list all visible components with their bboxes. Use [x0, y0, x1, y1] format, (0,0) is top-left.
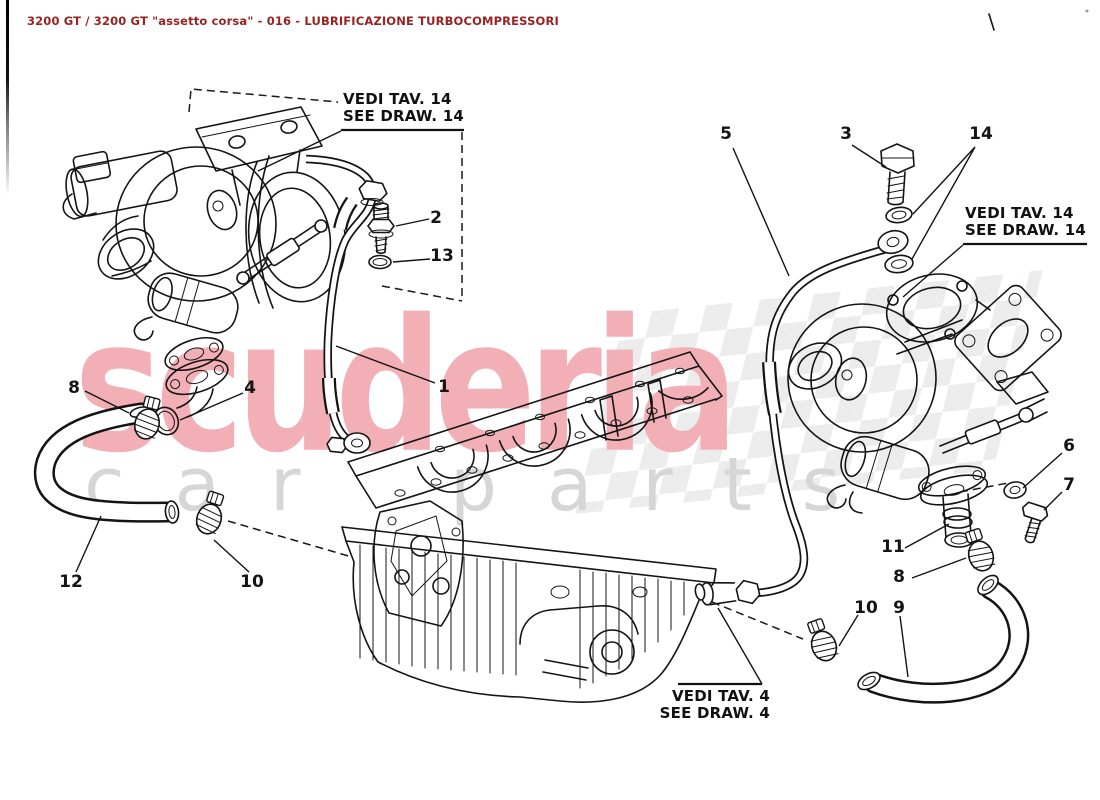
- part-label-9[interactable]: 9: [893, 598, 905, 618]
- part-label-10-left[interactable]: 10: [240, 572, 264, 592]
- part-label-5[interactable]: 5: [720, 124, 732, 144]
- part-label-1[interactable]: 1: [438, 377, 450, 397]
- oil-pan-fins: [359, 544, 685, 689]
- oil-drain-right: [917, 465, 1049, 548]
- part-label-8-right[interactable]: 8: [893, 567, 905, 587]
- part-label-4[interactable]: 4: [244, 378, 256, 398]
- hose-clamp-8-left: [130, 394, 166, 443]
- callout-line-en: SEE DRAW. 4: [659, 704, 770, 722]
- oil-feed-pipe-left: [305, 154, 388, 454]
- dashed-reference-lines: [188, 88, 1009, 640]
- callout-rules: [257, 128, 1087, 686]
- oil-feed-pipe-right: [694, 229, 909, 606]
- banjo-bolt-right-kit: [880, 143, 915, 274]
- callout-line-it: VEDI TAV. 4: [671, 687, 770, 705]
- banjo-bolt-and-seal: [367, 202, 395, 270]
- hose-clamp-8-right: [960, 525, 998, 575]
- washer-14-upper: [885, 206, 913, 224]
- oil-return-hose-right: [857, 574, 1030, 704]
- part-label-7[interactable]: 7: [1063, 475, 1075, 495]
- deck-bolt-holes: [394, 367, 694, 497]
- part-label-11[interactable]: 11: [881, 537, 905, 557]
- callout-see-draw-14-left[interactable]: VEDI TAV. 14 SEE DRAW. 14: [343, 91, 464, 125]
- hose-clamp-10-right: [802, 615, 842, 665]
- scan-tick: [988, 13, 995, 31]
- callout-line-it: VEDI TAV. 14: [343, 90, 452, 108]
- part-label-13[interactable]: 13: [430, 246, 454, 266]
- engine-block: [341, 351, 723, 703]
- callout-see-draw-4[interactable]: VEDI TAV. 4 SEE DRAW. 4: [640, 688, 770, 722]
- callout-see-draw-14-right[interactable]: VEDI TAV. 14 SEE DRAW. 14: [965, 205, 1086, 239]
- part-label-12[interactable]: 12: [59, 572, 83, 592]
- part-label-3[interactable]: 3: [840, 124, 852, 144]
- callout-line-en: SEE DRAW. 14: [343, 107, 464, 125]
- bolt-7: [1021, 501, 1049, 544]
- washer-14-lower: [884, 254, 914, 274]
- part-label-8-left[interactable]: 8: [68, 378, 80, 398]
- part-label-2[interactable]: 2: [430, 208, 442, 228]
- right-turbocharger: [787, 273, 1062, 514]
- leader-lines: [75, 144, 1063, 678]
- callout-line-en: SEE DRAW. 14: [965, 221, 1086, 239]
- page-title: 3200 GT / 3200 GT "assetto corsa" - 016 …: [27, 14, 559, 28]
- washer-6: [1003, 481, 1027, 499]
- part-label-10-right[interactable]: 10: [854, 598, 878, 618]
- part-label-14[interactable]: 14: [969, 124, 993, 144]
- seal-ring-13: [368, 254, 392, 270]
- hose-clamp-10-left: [192, 488, 230, 538]
- scan-dot: [1085, 9, 1089, 13]
- scan-artifact-line: [6, 0, 9, 195]
- block-union-fitting: [700, 581, 737, 606]
- watermark-brand-text: scuderia: [74, 281, 739, 494]
- part-label-6[interactable]: 6: [1063, 436, 1075, 456]
- callout-line-it: VEDI TAV. 14: [965, 204, 1074, 222]
